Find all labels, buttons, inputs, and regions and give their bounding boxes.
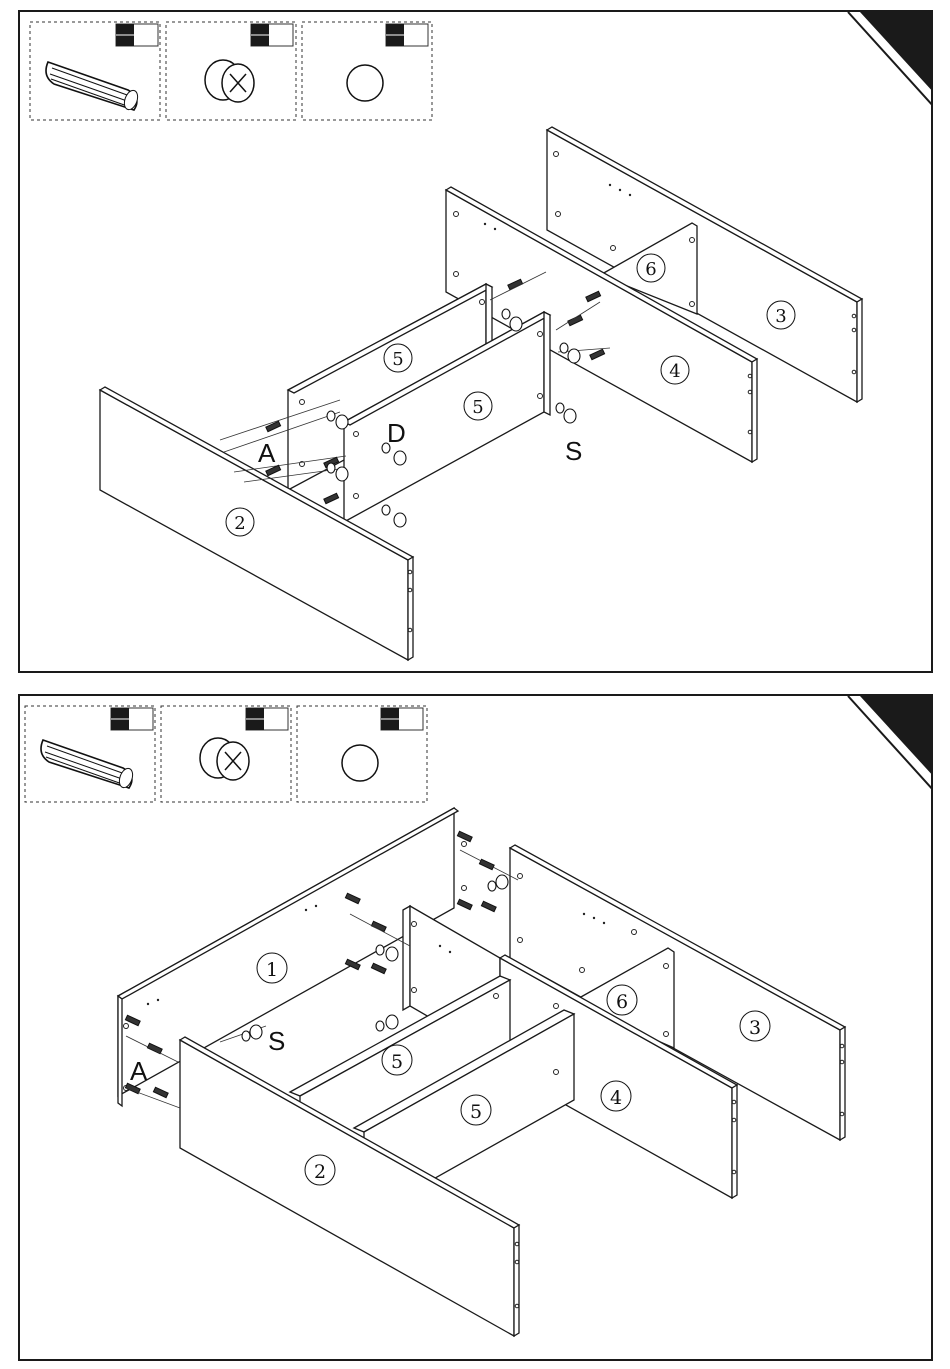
assembly-step-2: 1 6 3 4 5 5 2 A S: [18, 694, 933, 1361]
panel-number-5b: 5: [470, 1101, 482, 1123]
label-A: A: [258, 438, 276, 468]
panel-number-3: 3: [749, 1017, 761, 1039]
panel-number-2: 2: [234, 513, 245, 534]
round-cap-icon: [347, 65, 383, 101]
corner-tab: [848, 12, 933, 108]
label-A: A: [130, 1056, 148, 1086]
round-cap-icon: [342, 745, 378, 781]
hardware-box-cap: [297, 706, 427, 802]
label-S: S: [565, 436, 582, 466]
panel-number-5a: 5: [391, 1051, 403, 1073]
label-S: S: [268, 1026, 285, 1056]
panel-number-5b: 5: [472, 397, 483, 418]
cam-lock-fitting-icon: [200, 738, 249, 780]
panel-number-1: 1: [266, 959, 278, 981]
wooden-dowel-icon: [46, 62, 140, 111]
corner-tab: [848, 696, 933, 792]
panel-number-4: 4: [669, 361, 680, 382]
panel-number-5a: 5: [392, 349, 403, 370]
panel-number-6: 6: [616, 991, 628, 1013]
hardware-box-dowel: [30, 22, 160, 120]
assembly-step-1: 6 3 4 5 5 2 A D S: [18, 10, 933, 673]
label-D: D: [387, 418, 406, 448]
cam-lock-fitting-icon: [205, 60, 254, 102]
hardware-box-dowel: [25, 706, 155, 802]
hardware-box-cap: [302, 22, 432, 120]
panel-number-6: 6: [645, 259, 656, 280]
wooden-dowel-icon: [41, 740, 135, 789]
step-2-drawing: 1 6 3 4 5 5 2 A S: [20, 696, 933, 1361]
panel-number-4: 4: [610, 1087, 622, 1109]
hardware-box-cam: [161, 706, 291, 802]
panel-number-3: 3: [775, 306, 786, 327]
panel-number-2: 2: [314, 1161, 326, 1183]
hardware-box-cam: [166, 22, 296, 120]
step-1-drawing: 6 3 4 5 5 2 A D S: [20, 12, 933, 673]
